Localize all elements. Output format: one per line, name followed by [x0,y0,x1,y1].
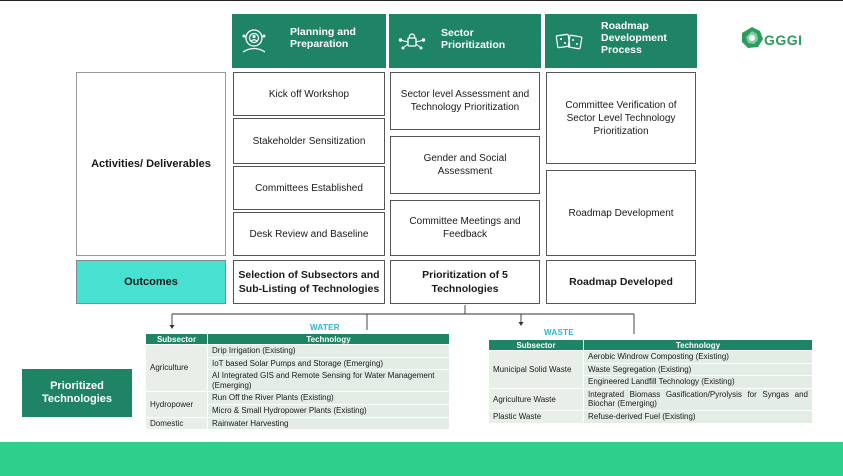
waste-subsector-municipal: Municipal Solid Waste [488,350,584,389]
prioritized-technologies-label: Prioritized Technologies [22,369,132,417]
water-header-subsector: Subsector [145,333,208,345]
phase-roadmap-title: Roadmap Development Process [601,20,667,57]
activity-committee-verification: Committee Verification of Sector Level T… [546,72,696,164]
waste-tech-cell: Engineered Landfill Technology (Existing… [583,375,813,389]
waste-technology-table: Subsector Technology Municipal Solid Was… [488,339,813,424]
water-caption: WATER [310,323,340,332]
water-technology-table: Subsector Technology Agriculture Drip Ir… [145,333,450,431]
activity-roadmap-development: Roadmap Development [546,170,696,256]
waste-subsector-plastic: Plastic Waste [488,409,584,424]
outcomes-label: Outcomes [76,260,226,304]
waste-tech-cell: Waste Segregation (Existing) [583,362,813,377]
top-rule [0,0,843,1]
water-subsector-domestic: Domestic [145,416,208,431]
waste-tech-cell: Aerobic Windrow Composting (Existing) [583,350,813,364]
gggi-logo-text: GGGI [764,32,803,48]
roadmap-map-icon [555,33,583,50]
activity-sector-assessment: Sector level Assessment and Technology P… [390,72,540,130]
activity-committees-established: Committees Established [233,166,385,210]
water-tech-cell: AI Integrated GIS and Remote Sensing for… [207,369,450,393]
outcome-planning: Selection of Subsectors and Sub-Listing … [233,260,385,304]
network-lock-icon [398,33,426,50]
water-tech-cell: IoT based Solar Pumps and Storage (Emerg… [207,356,450,371]
waste-header-subsector: Subsector [488,339,584,351]
water-tech-cell: Run Off the River Plants (Existing) [207,391,450,405]
phase-sector-header: Sector Prioritization [389,14,541,68]
water-tech-cell: Micro & Small Hydropower Plants (Existin… [207,403,450,418]
phase-planning-title: Planning and Preparation [290,26,356,51]
gggi-logo-icon [742,27,763,48]
water-tech-cell: Drip Irrigation (Existing) [207,344,450,358]
outcome-sector: Prioritization of 5 Technologies [390,260,540,304]
footer-band [0,442,843,476]
activities-deliverables-label: Activities/ Deliverables [76,72,226,256]
waste-tech-cell: Refuse-derived Fuel (Existing) [583,409,813,424]
activity-gender-social-assessment: Gender and Social Assessment [390,136,540,194]
water-header-technology: Technology [207,333,450,345]
workshop-icon [242,29,266,53]
waste-tech-cell: Integrated Biomass Gasification/Pyrolysi… [583,387,813,411]
phase-roadmap-header: Roadmap Development Process [545,14,697,68]
waste-subsector-agriculture: Agriculture Waste [488,387,584,411]
activity-kickoff-workshop: Kick off Workshop [233,72,385,116]
phase-planning-header: Planning and Preparation [232,14,386,68]
water-subsector-agriculture: Agriculture [145,343,208,393]
phase-sector-title: Sector Prioritization [441,27,506,52]
water-subsector-hydropower: Hydropower [145,391,208,418]
water-tech-cell: Rainwater Harvesting [207,416,450,431]
activity-stakeholder-sensitization: Stakeholder Sensitization [233,118,385,164]
activity-desk-review: Desk Review and Baseline [233,212,385,256]
waste-caption: WASTE [544,328,574,337]
activity-committee-meetings: Committee Meetings and Feedback [390,200,540,256]
waste-header-technology: Technology [583,339,813,351]
outcome-roadmap: Roadmap Developed [546,260,696,304]
